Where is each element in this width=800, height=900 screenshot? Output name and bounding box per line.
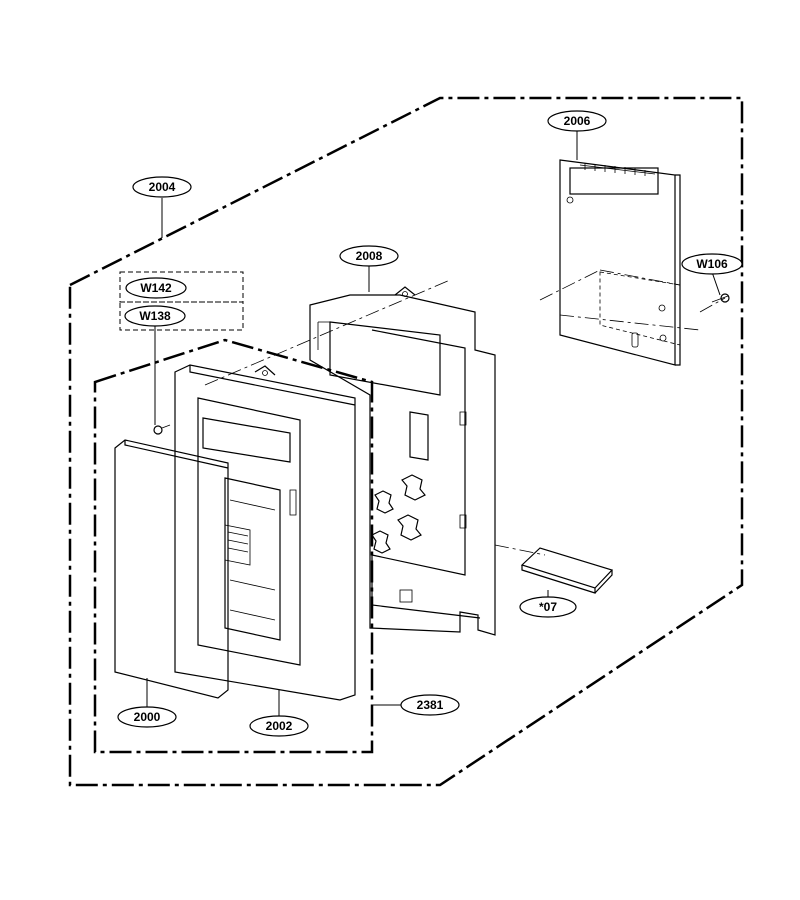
screw-w138 <box>153 424 171 435</box>
assembly-boundary-2004 <box>68 96 744 787</box>
front-panel-2000 <box>114 439 229 699</box>
leader-lines <box>146 130 721 717</box>
callout-07: *07 <box>519 596 577 618</box>
callout-2004: 2004 <box>132 176 192 198</box>
callout-2000: 2000 <box>117 706 177 728</box>
callout-2008: 2008 <box>339 245 399 267</box>
callout-w106-label: W106 <box>696 257 728 271</box>
callout-2008-label: 2008 <box>356 249 383 263</box>
callout-w142: W142 <box>125 277 187 299</box>
assembly-centerlines <box>204 269 726 556</box>
callout-w106: W106 <box>681 253 743 275</box>
callout-2002-label: 2002 <box>266 719 293 733</box>
callout-07-label: *07 <box>539 600 557 614</box>
screw-box-w138 <box>119 301 244 331</box>
callout-2381-label: 2381 <box>417 698 444 712</box>
callout-2000-label: 2000 <box>134 710 161 724</box>
callout-2004-label: 2004 <box>149 180 176 194</box>
pcb-board-2006 <box>559 159 681 366</box>
control-panel-frame-2002 <box>174 364 356 701</box>
callout-w138: W138 <box>124 305 186 327</box>
screw-box-w142 <box>119 271 244 303</box>
callout-2006-label: 2006 <box>564 114 591 128</box>
subassembly-boundary-2381 <box>93 338 374 754</box>
screw-w106 <box>711 293 730 303</box>
control-box-frame-2008 <box>309 286 496 636</box>
callout-2006: 2006 <box>547 110 607 132</box>
rubber-button-cluster <box>371 474 426 554</box>
callout-w138-label: W138 <box>139 309 171 323</box>
connector-block-07 <box>520 547 614 594</box>
callout-2381: 2381 <box>400 694 460 716</box>
callout-2002: 2002 <box>249 715 309 737</box>
callout-w142-label: W142 <box>140 281 172 295</box>
